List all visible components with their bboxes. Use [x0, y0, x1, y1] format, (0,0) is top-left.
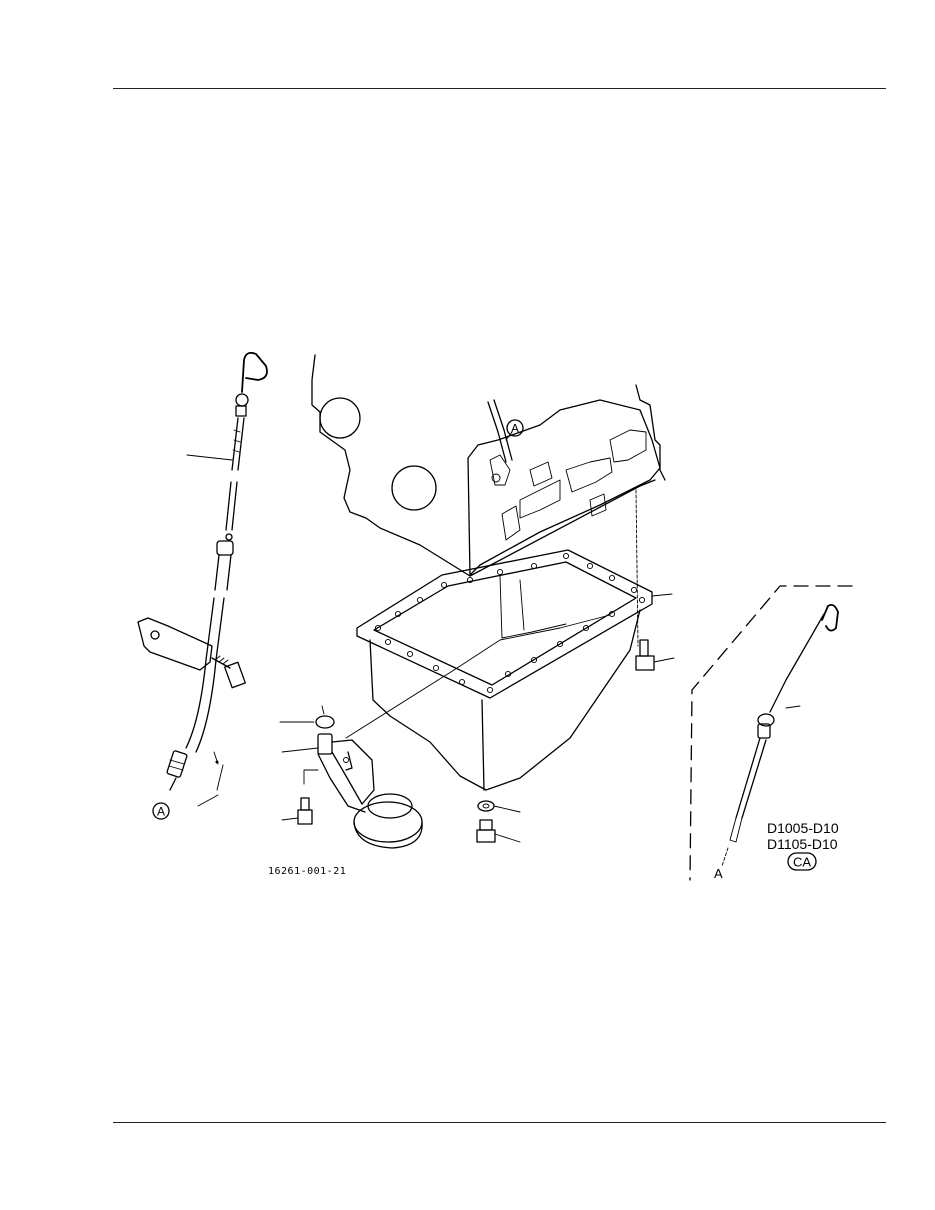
ref-a-callout-dipstick [152, 802, 170, 820]
pan-bolt [635, 639, 675, 671]
top-rule [113, 88, 886, 89]
model-line-1: D1005-D10 [767, 820, 839, 836]
ref-a-label-engine: A [511, 422, 519, 436]
variant-code: CA [793, 855, 811, 870]
oil-strainer [279, 669, 455, 849]
inset-ref-a: A [714, 866, 723, 881]
figure-number: 16261-001-21 [268, 866, 346, 877]
ref-a-label-dipstick: A [157, 805, 165, 819]
drain-plug-assembly [476, 800, 521, 843]
oil-pan [356, 549, 673, 791]
variant-inset: A D1005-D10 D1105-D10 CA [689, 585, 853, 881]
model-line-2: D1105-D10 [767, 836, 838, 852]
bottom-rule [113, 1122, 886, 1123]
dipstick-assembly: A [137, 351, 268, 820]
variant-code-badge [787, 852, 817, 871]
ref-a-callout-engine [506, 419, 524, 437]
engine-block-outline: A [311, 354, 666, 647]
